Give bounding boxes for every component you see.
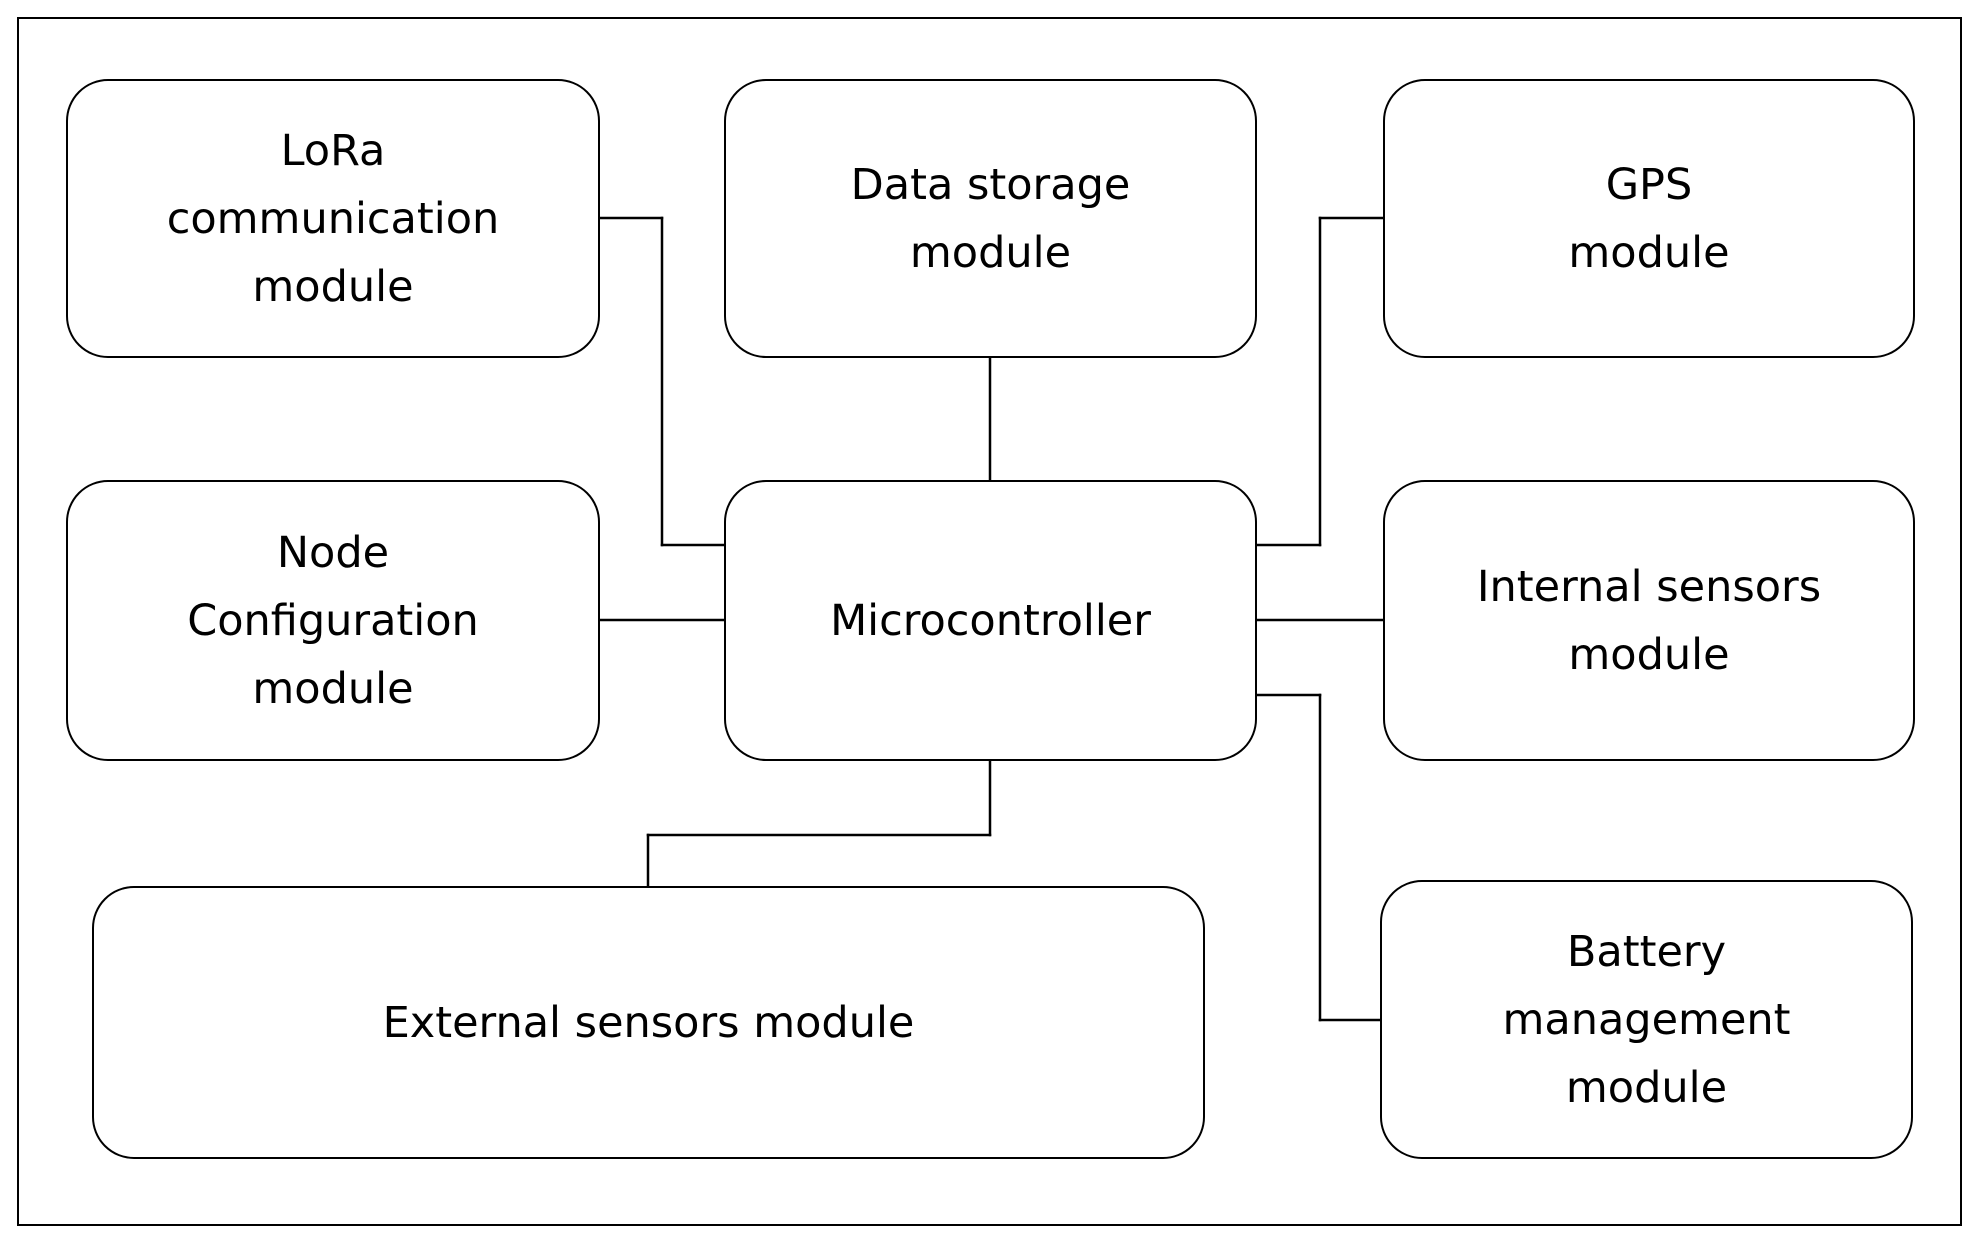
battery-management-module-label: Battery management module: [1502, 926, 1791, 1113]
lora-communication-module-label: LoRa communication module: [166, 125, 500, 312]
battery-management-module-block: Battery management module: [1380, 880, 1913, 1159]
microcontroller-block: Microcontroller: [724, 480, 1257, 761]
node-configuration-module-label: Node Configuration module: [187, 527, 479, 714]
internal-sensors-module-block: Internal sensors module: [1383, 480, 1915, 761]
connector-gps: [1255, 216, 1385, 547]
node-configuration-module-block: Node Configuration module: [66, 480, 600, 761]
data-storage-module-label: Data storage module: [850, 159, 1131, 278]
connector-lora: [598, 216, 726, 547]
gps-module-block: GPS module: [1383, 79, 1915, 358]
external-sensors-module-block: External sensors module: [92, 886, 1205, 1159]
external-sensors-module-label: External sensors module: [382, 997, 915, 1048]
internal-sensors-module-label: Internal sensors module: [1476, 561, 1822, 680]
lora-communication-module-block: LoRa communication module: [66, 79, 600, 358]
gps-module-label: GPS module: [1568, 159, 1730, 278]
connector-battery: [1255, 693, 1382, 1022]
microcontroller-label: Microcontroller: [830, 595, 1151, 646]
data-storage-module-block: Data storage module: [724, 79, 1257, 358]
connector-external: [646, 759, 992, 888]
